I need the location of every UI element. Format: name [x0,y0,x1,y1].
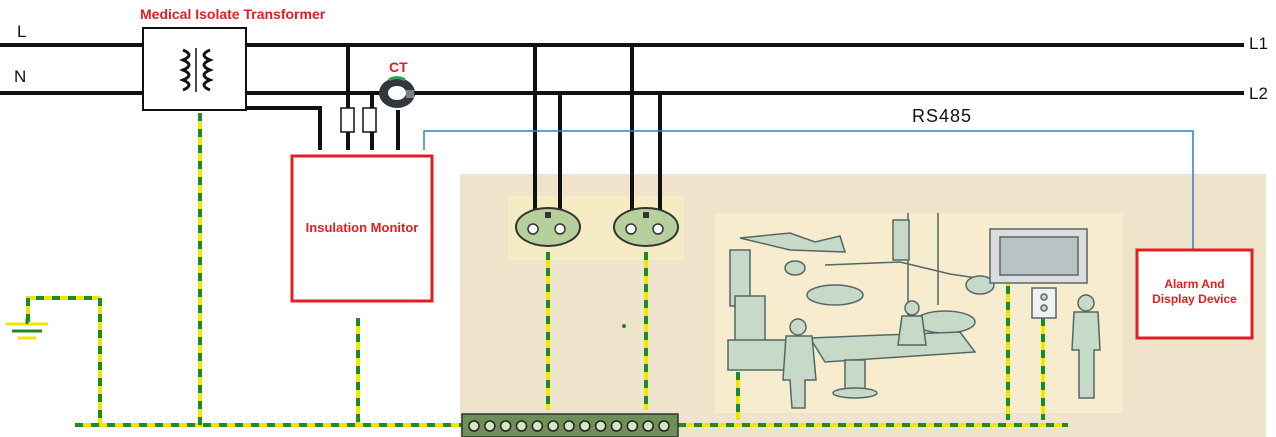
nurse-figure [897,300,927,346]
socket-outlet-1 [515,207,581,247]
busbar-terminal [468,420,480,432]
busbar-terminal [531,420,544,432]
transformer-label: Medical Isolate Transformer [140,6,326,22]
alarm-display-box [1135,248,1254,340]
ground-point-dot [622,324,626,328]
staff-figure [1071,294,1101,399]
line-n-label: N [14,67,27,86]
busbar-terminal [626,420,639,432]
operating-room-equipment-illustration [727,213,1101,409]
socket-outlet-2 [613,207,679,247]
busbar-terminal [547,420,559,432]
busbar-terminal [594,420,607,432]
ct-label: CT [389,59,408,75]
fuse-2 [362,107,377,133]
ground-wires [26,113,1068,427]
line-l1-label: L1 [1249,34,1268,53]
busbar-terminal [658,420,670,432]
insulation-monitor-label: Insulation Monitor [305,220,419,235]
busbar-terminal [484,420,496,432]
earth-ground-icon [6,318,48,340]
line-l2-label: L2 [1249,84,1268,103]
insulation-monitor-box [290,154,434,303]
busbar-terminal [499,420,512,432]
busbar-terminal [563,420,575,432]
surgeon-figure [782,318,817,409]
busbar-terminal [610,420,623,432]
rs485-label: RS485 [912,106,973,126]
fuse-1 [340,107,355,133]
alarm-display-label-line1: Alarm And [1164,277,1225,291]
wire-transformer-tap [246,106,322,150]
ct-sensor-icon [379,76,415,108]
alarm-display-label-line2: Display Device [1152,292,1237,306]
line-l-label: L [17,22,27,41]
rs485-line [423,130,1194,249]
equipotential-busbar [461,413,679,437]
busbar-terminal [515,420,528,432]
busbar-terminal [579,420,591,432]
busbar-terminal [642,420,654,432]
transformer-symbol [142,27,247,111]
